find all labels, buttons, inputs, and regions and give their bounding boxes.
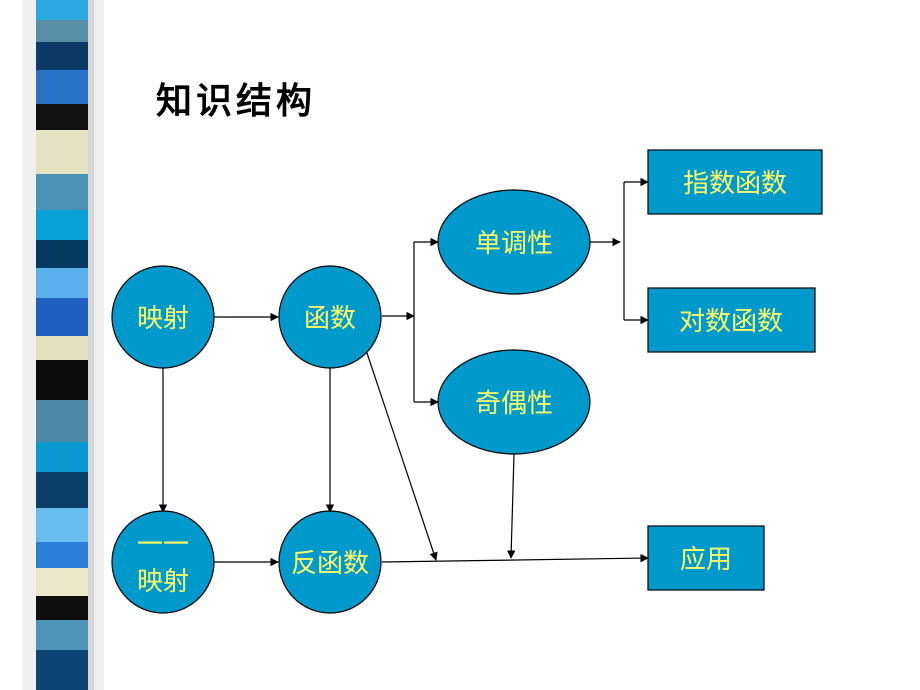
node-one-to-one-mapping: 一一 映射: [111, 510, 215, 614]
edge-inverse-to-application: [381, 553, 649, 563]
edge-function-to-application: [365, 349, 438, 561]
node-one-to-one-label-line1: 一一: [137, 530, 189, 560]
page-title: 知识结构: [156, 81, 317, 122]
node-monotonicity: 单调性: [437, 189, 591, 295]
node-mapping: 映射: [111, 265, 215, 369]
node-exponential-function-label: 指数函数: [683, 169, 787, 199]
node-logarithmic-function: 对数函数: [647, 287, 816, 353]
node-application-label: 应用: [680, 545, 732, 575]
edge-parity-to-application: [507, 453, 516, 559]
node-inverse-function: 反函数: [278, 510, 382, 614]
node-logarithmic-function-label: 对数函数: [679, 307, 783, 337]
node-monotonicity-label: 单调性: [475, 229, 553, 259]
node-application: 应用: [647, 525, 765, 591]
stripe-column: [36, 0, 88, 690]
node-parity: 奇偶性: [437, 349, 591, 455]
node-function: 函数: [278, 265, 382, 369]
node-mapping-label: 映射: [137, 304, 189, 334]
node-inverse-function-label: 反函数: [291, 549, 369, 579]
connectors: [158, 177, 649, 567]
node-one-to-one-label-line2: 映射: [137, 567, 189, 597]
node-exponential-function: 指数函数: [647, 149, 823, 215]
node-function-label: 函数: [304, 304, 356, 334]
decorative-stripe-band: [0, 0, 104, 690]
node-parity-label: 奇偶性: [475, 389, 553, 419]
